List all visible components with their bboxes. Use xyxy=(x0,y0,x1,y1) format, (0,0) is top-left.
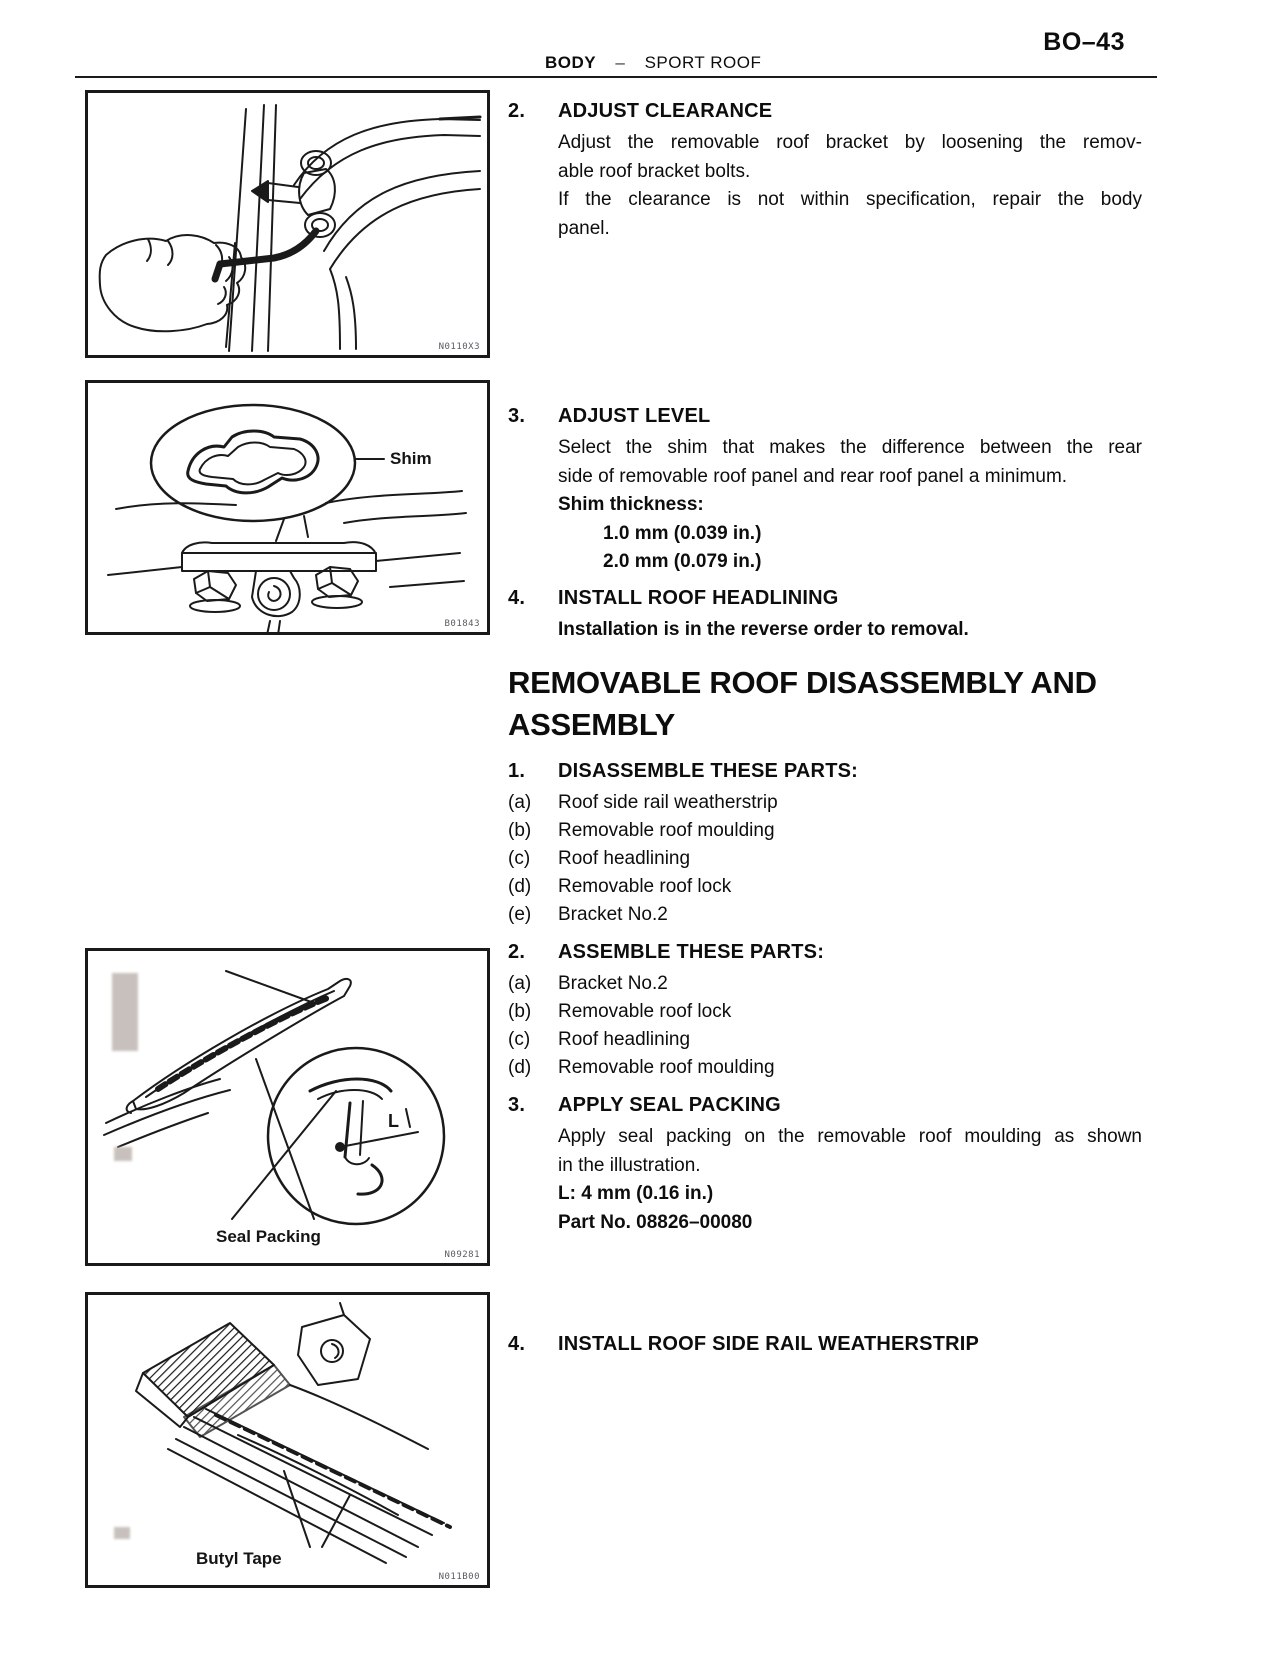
section-note: Installation is in the reverse order to … xyxy=(558,618,969,640)
figure-butyl-tape: Butyl Tape N011B00 xyxy=(85,1292,490,1588)
section-adjust-clearance: 2. ADJUST CLEARANCE Adjust the removable… xyxy=(508,96,1142,243)
header-section: BODY xyxy=(545,53,597,72)
paragraph-line: side of removable roof panel and rear ro… xyxy=(558,465,1068,487)
section-title: DISASSEMBLE THESE PARTS: xyxy=(558,760,859,782)
figure-adjust-clearance: N0110X3 xyxy=(85,90,490,358)
list-item: (d) Removable roof moulding xyxy=(508,1054,1142,1082)
bracket-bolt-illustration xyxy=(98,104,482,352)
section-title: ASSEMBLE THESE PARTS: xyxy=(558,941,825,963)
paragraph-line: Adjust the removable roof bracket by loo… xyxy=(558,132,1142,153)
dimension-l-label: L xyxy=(388,1111,399,1131)
weatherstrip-illustration xyxy=(135,1302,452,1564)
list-text: Bracket No.2 xyxy=(558,904,668,925)
section-number: 2. xyxy=(508,100,526,122)
list-text: Removable roof lock xyxy=(558,1001,732,1022)
list-item: (c) Roof headlining xyxy=(508,1026,1142,1054)
list-text: Roof headlining xyxy=(558,1029,691,1050)
section-title: APPLY SEAL PACKING xyxy=(558,1094,781,1116)
section-install-weatherstrip: 4. INSTALL ROOF SIDE RAIL WEATHERSTRIP xyxy=(508,1329,1142,1359)
spec-value: 1.0 mm (0.039 in.) xyxy=(603,522,762,544)
spec-part-number: Part No. 08826–00080 xyxy=(558,1211,753,1233)
list-item: (c) Roof headlining xyxy=(508,845,1142,873)
main-heading-line: REMOVABLE ROOF DISASSEMBLY AND xyxy=(508,665,1097,700)
section-title: ADJUST LEVEL xyxy=(558,405,711,427)
section-adjust-level: 3. ADJUST LEVEL Select the shim that mak… xyxy=(508,401,1142,577)
spec-label: Shim thickness: xyxy=(558,494,704,515)
section-title: INSTALL ROOF HEADLINING xyxy=(558,586,839,609)
section-title: ADJUST CLEARANCE xyxy=(558,100,773,122)
spec-value: 2.0 mm (0.079 in.) xyxy=(603,551,762,572)
list-marker: (a) xyxy=(508,973,532,994)
paragraph-line: Apply seal packing on the removable roof… xyxy=(558,1126,1142,1147)
list-item: (a) Bracket No.2 xyxy=(508,970,1142,998)
list-marker: (e) xyxy=(508,904,532,925)
list-marker: (b) xyxy=(508,1001,532,1022)
shim-illustration xyxy=(107,403,467,632)
header-rule xyxy=(75,76,1157,78)
scan-smudge xyxy=(112,973,138,1051)
list-item: (d) Removable roof lock xyxy=(508,873,1142,901)
figure-code: B01843 xyxy=(444,619,480,629)
list-marker: (b) xyxy=(508,820,532,841)
figure-code: N011B00 xyxy=(438,1572,480,1582)
list-text: Bracket No.2 xyxy=(558,973,668,994)
shim-label: Shim xyxy=(390,449,432,468)
section-disassemble: 1. DISASSEMBLE THESE PARTS: (a) Roof sid… xyxy=(508,756,1142,929)
section-number: 4. xyxy=(508,586,526,609)
scan-smudge xyxy=(114,1147,132,1161)
header-divider: – xyxy=(615,53,626,72)
page-number: BO–43 xyxy=(1043,28,1125,56)
figure-adjust-level: Shim B01843 xyxy=(85,380,490,635)
spec-dimension: L: 4 mm (0.16 in.) xyxy=(558,1183,714,1204)
list-text: Removable roof moulding xyxy=(558,1057,775,1078)
section-assemble: 2. ASSEMBLE THESE PARTS: (a) Bracket No.… xyxy=(508,937,1142,1082)
section-apply-seal-packing: 3. APPLY SEAL PACKING Apply seal packing… xyxy=(508,1090,1142,1237)
section-number: 2. xyxy=(508,941,526,963)
list-marker: (d) xyxy=(508,1057,532,1078)
section-number: 3. xyxy=(508,405,526,427)
header-subsection: SPORT ROOF xyxy=(644,53,762,72)
paragraph-line: If the clearance is not within specifica… xyxy=(558,189,1142,210)
text-column: 2. ADJUST CLEARANCE Adjust the removable… xyxy=(508,96,1142,1362)
list-item: (b) Removable roof lock xyxy=(508,998,1142,1026)
paragraph-line: Select the shim that makes the differenc… xyxy=(558,437,1142,458)
section-number: 1. xyxy=(508,760,526,782)
list-marker: (c) xyxy=(508,848,531,869)
running-header: BODY – SPORT ROOF xyxy=(545,53,761,73)
main-heading-line: ASSEMBLY xyxy=(508,707,675,742)
list-text: Roof headlining xyxy=(558,848,691,869)
list-text: Roof side rail weatherstrip xyxy=(558,792,778,813)
figure-code: N0110X3 xyxy=(438,342,480,352)
list-text: Removable roof moulding xyxy=(558,820,775,841)
section-title: INSTALL ROOF SIDE RAIL WEATHERSTRIP xyxy=(558,1333,980,1355)
list-marker: (d) xyxy=(508,876,532,897)
paragraph-line: able roof bracket bolts. xyxy=(558,160,751,182)
section-number: 4. xyxy=(508,1333,526,1355)
section-install-headlining: 4. INSTALL ROOF HEADLINING Installation … xyxy=(508,583,1142,645)
moulding-cross-section-illustration xyxy=(103,970,446,1226)
butyl-tape-label: Butyl Tape xyxy=(196,1549,282,1568)
seal-packing-label: Seal Packing xyxy=(216,1227,321,1246)
paragraph-line: panel. xyxy=(558,217,610,239)
paragraph-line: in the illustration. xyxy=(558,1154,701,1176)
figure-seal-packing: L Seal Packing N09281 xyxy=(85,948,490,1266)
list-marker: (c) xyxy=(508,1029,531,1050)
list-item: (a) Roof side rail weatherstrip xyxy=(508,789,1142,817)
list-item: (b) Removable roof moulding xyxy=(508,817,1142,845)
list-item: (e) Bracket No.2 xyxy=(508,901,1142,929)
list-text: Removable roof lock xyxy=(558,876,732,897)
list-marker: (a) xyxy=(508,792,532,813)
figure-code: N09281 xyxy=(444,1250,480,1260)
main-heading: REMOVABLE ROOF DISASSEMBLY AND ASSEMBLY xyxy=(508,662,1142,746)
section-number: 3. xyxy=(508,1094,526,1116)
scan-smudge xyxy=(114,1527,130,1539)
